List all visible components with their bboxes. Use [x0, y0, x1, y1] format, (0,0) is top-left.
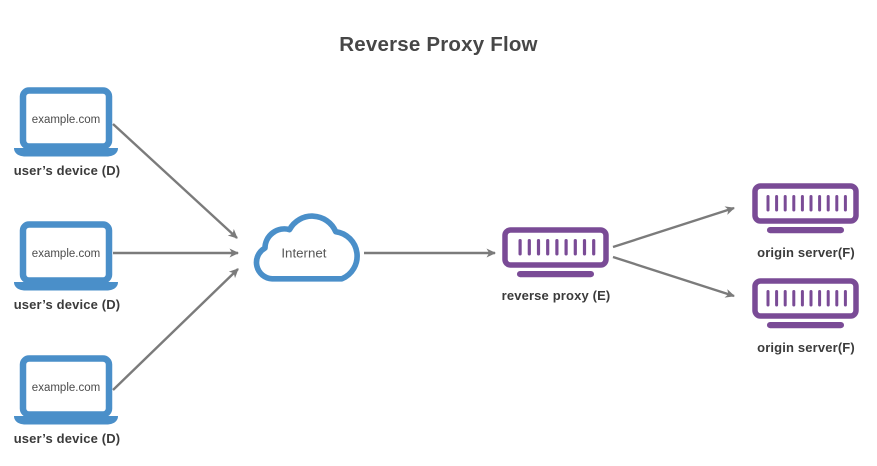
- arrow-proxy-to-origin1: [612, 206, 735, 249]
- server-icon: [502, 227, 609, 278]
- server-slots: [518, 239, 596, 256]
- origin-server-label-2: origin server(F): [757, 340, 855, 355]
- device-label-3: user’s device (D): [13, 431, 121, 446]
- device-screen-text: example.com: [32, 382, 100, 394]
- arrow-device1-to-internet: [112, 123, 238, 239]
- origin-server-label-1: origin server(F): [757, 245, 855, 260]
- cloud-icon: Internet: [253, 213, 360, 282]
- server-icon: [752, 278, 859, 329]
- device-label-1: user’s device (D): [13, 163, 121, 178]
- server-slots: [766, 195, 847, 212]
- user-device-node-2: example.com: [14, 221, 118, 296]
- device-screen-text: example.com: [32, 114, 100, 126]
- user-device-node-1: example.com: [14, 87, 118, 162]
- internet-node: Internet: [245, 205, 369, 292]
- origin-server-node-2: [752, 278, 859, 335]
- internet-label: Internet: [281, 245, 326, 260]
- device-screen-text: example.com: [32, 248, 100, 260]
- server-slots: [766, 290, 847, 307]
- laptop-icon: example.com: [14, 221, 118, 291]
- device-label-2: user’s device (D): [13, 297, 121, 312]
- origin-server-node-1: [752, 183, 859, 240]
- page-title: Reverse Proxy Flow: [339, 33, 538, 56]
- user-device-node-3: example.com: [14, 355, 118, 430]
- laptop-icon: example.com: [14, 87, 118, 157]
- proxy-label: reverse proxy (E): [501, 288, 611, 303]
- laptop-base: [14, 282, 118, 291]
- reverse-proxy-node: [502, 227, 609, 284]
- laptop-icon: example.com: [14, 355, 118, 425]
- laptop-base: [14, 416, 118, 425]
- arrow-device3-to-internet: [112, 268, 239, 391]
- server-icon: [752, 183, 859, 234]
- laptop-base: [14, 148, 118, 157]
